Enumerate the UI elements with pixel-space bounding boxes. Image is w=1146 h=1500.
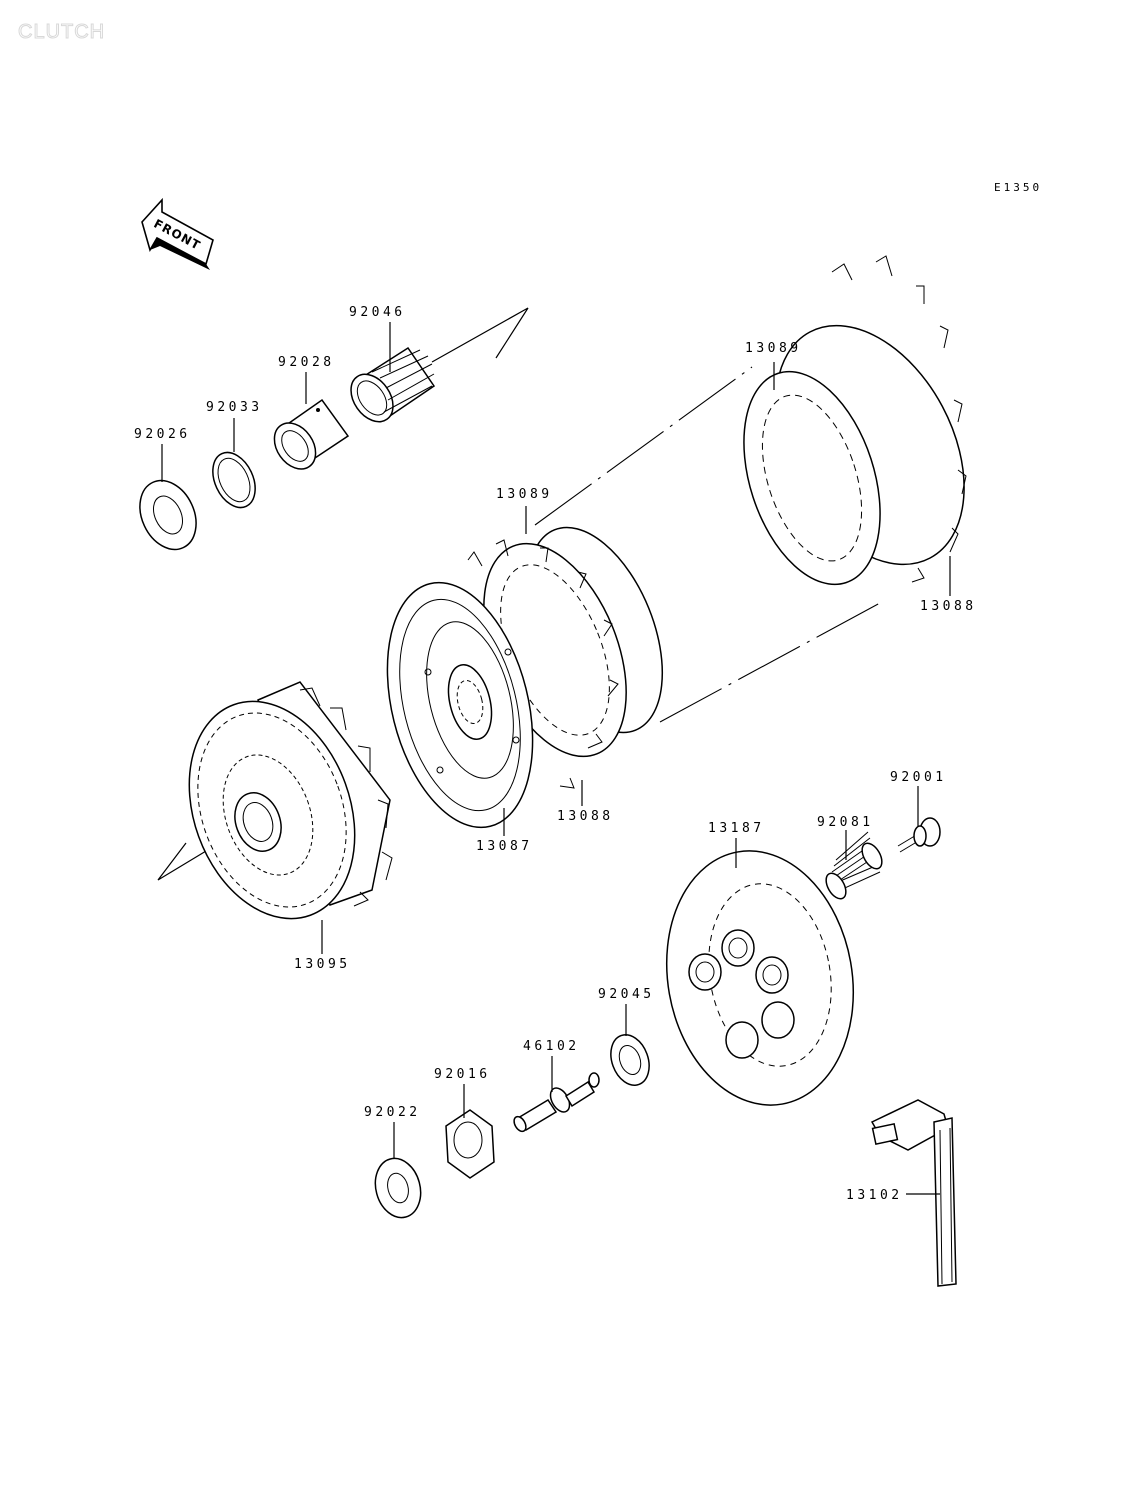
part-92028-sleeve (273, 398, 350, 470)
label-92081: 92081 (817, 815, 874, 830)
part-92001-bolt (897, 817, 941, 853)
part-13095-clutch-housing (188, 681, 393, 920)
axis-lines (157, 307, 881, 881)
part-92016-nut (445, 1109, 495, 1179)
part-92022-washer-lower (374, 1157, 422, 1219)
figure-code: E1350 (994, 181, 1042, 194)
label-13095: 13095 (294, 957, 351, 972)
label-92022: 92022 (364, 1105, 421, 1120)
watermark-title: CLUTCH (18, 21, 105, 43)
part-46102-push-rod (513, 1072, 600, 1133)
label-13088-middle: 13088 (557, 809, 614, 824)
label-92033: 92033 (206, 400, 263, 415)
part-labels: 92046 92028 92033 92026 13089 13088 1308… (134, 305, 977, 1203)
label-92045: 92045 (598, 987, 655, 1002)
label-92046: 92046 (349, 305, 406, 320)
label-92016: 92016 (434, 1067, 491, 1082)
label-13088-upper: 13088 (920, 599, 977, 614)
part-92046-needle-bearing (350, 346, 436, 423)
label-92026: 92026 (134, 427, 191, 442)
label-13187: 13187 (708, 821, 765, 836)
part-13187-pressure-plate (665, 850, 855, 1106)
part-92033-circlip (212, 451, 256, 509)
part-13089-steel-plate-upper (743, 255, 967, 586)
part-92026-washer (139, 479, 197, 551)
label-13089-upper: 13089 (745, 341, 802, 356)
label-13087: 13087 (476, 839, 533, 854)
label-92001: 92001 (890, 770, 947, 785)
part-92045-ball-bearing (610, 1034, 650, 1086)
leader-lines (161, 322, 951, 1195)
front-arrow-icon: FRONT (141, 197, 214, 270)
part-13087-clutch-hub (386, 581, 534, 829)
label-92028: 92028 (278, 355, 335, 370)
part-92081-spring (825, 831, 883, 900)
label-13102: 13102 (846, 1188, 903, 1203)
label-46102: 46102 (523, 1039, 580, 1054)
label-13089-middle: 13089 (496, 487, 553, 502)
part-13102-release-shaft (870, 1099, 957, 1287)
